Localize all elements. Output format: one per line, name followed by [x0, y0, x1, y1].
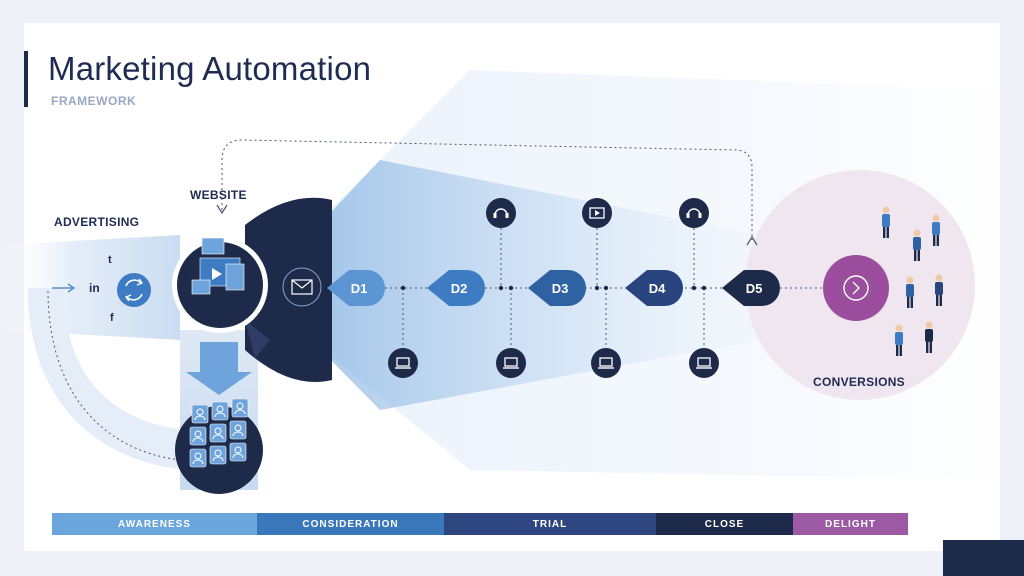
contact-tile [229, 442, 247, 462]
page-subtitle: FRAMEWORK [51, 94, 137, 108]
person-icon [913, 229, 921, 261]
drip-label: D5 [746, 281, 763, 296]
down-arrow-icon [186, 342, 252, 395]
contact-tile [189, 426, 207, 446]
person-icon [906, 276, 914, 308]
contact-tile [231, 398, 249, 418]
drip-label: D2 [451, 281, 468, 296]
contact-tile [211, 401, 229, 421]
drip-label: D1 [351, 281, 368, 296]
stage-consideration: CONSIDERATION [257, 513, 444, 535]
email-node [282, 267, 322, 307]
funnel-cone [260, 160, 760, 410]
conversion-button[interactable] [823, 255, 889, 321]
drip-d2[interactable]: D2 [427, 270, 485, 306]
incoming-arrow-icon [67, 283, 76, 293]
contact-tile [209, 423, 227, 443]
corner-block [943, 540, 1024, 576]
linkedin-icon[interactable]: in [89, 281, 100, 295]
stage-close: CLOSE [656, 513, 793, 535]
contact-tile [229, 420, 247, 440]
feedback-loop [221, 139, 753, 240]
database-loop [47, 289, 181, 461]
website-screen-icon [201, 237, 225, 255]
title-accent-bar [24, 51, 28, 107]
loop-arrow-up-icon [746, 235, 758, 246]
stage-awareness: AWARENESS [52, 513, 257, 535]
chevron-right-icon [843, 275, 869, 301]
person-icon [895, 324, 903, 356]
drip-d4[interactable]: D4 [625, 270, 683, 306]
headset-icon[interactable] [486, 198, 516, 228]
laptop-icon[interactable] [689, 348, 719, 378]
contact-tiles [189, 398, 249, 468]
laptop-icon[interactable] [388, 348, 418, 378]
person-icon [932, 214, 940, 246]
page-title: Marketing Automation [48, 50, 372, 87]
laptop-icon[interactable] [591, 348, 621, 378]
drip-d3[interactable]: D3 [528, 270, 586, 306]
drip-label: D4 [649, 281, 666, 296]
video-icon[interactable] [582, 198, 612, 228]
drip-d5[interactable]: D5 [722, 270, 780, 306]
twitter-icon[interactable]: t [108, 254, 112, 266]
email-icon [291, 279, 313, 295]
loop-arrow-down-icon [216, 204, 228, 215]
contact-tile [189, 448, 207, 468]
website-label: WEBSITE [190, 188, 247, 202]
stage-delight: DELIGHT [793, 513, 908, 535]
person-icon [925, 321, 933, 353]
conversions-label: CONVERSIONS [813, 375, 905, 389]
drip-d1[interactable]: D1 [327, 270, 385, 306]
facebook-icon[interactable]: f [110, 312, 114, 324]
contact-tile [191, 404, 209, 424]
advertising-label: ADVERTISING [54, 215, 140, 229]
laptop-icon[interactable] [496, 348, 526, 378]
broadcast-dish [245, 197, 332, 382]
drip-label: D3 [552, 281, 569, 296]
contact-tile [209, 445, 227, 465]
person-icon [882, 206, 890, 238]
refresh-icon [117, 273, 151, 307]
stage-trial: TRIAL [444, 513, 656, 535]
headset-icon[interactable] [679, 198, 709, 228]
person-icon [935, 274, 943, 306]
customer-figures [882, 206, 943, 356]
